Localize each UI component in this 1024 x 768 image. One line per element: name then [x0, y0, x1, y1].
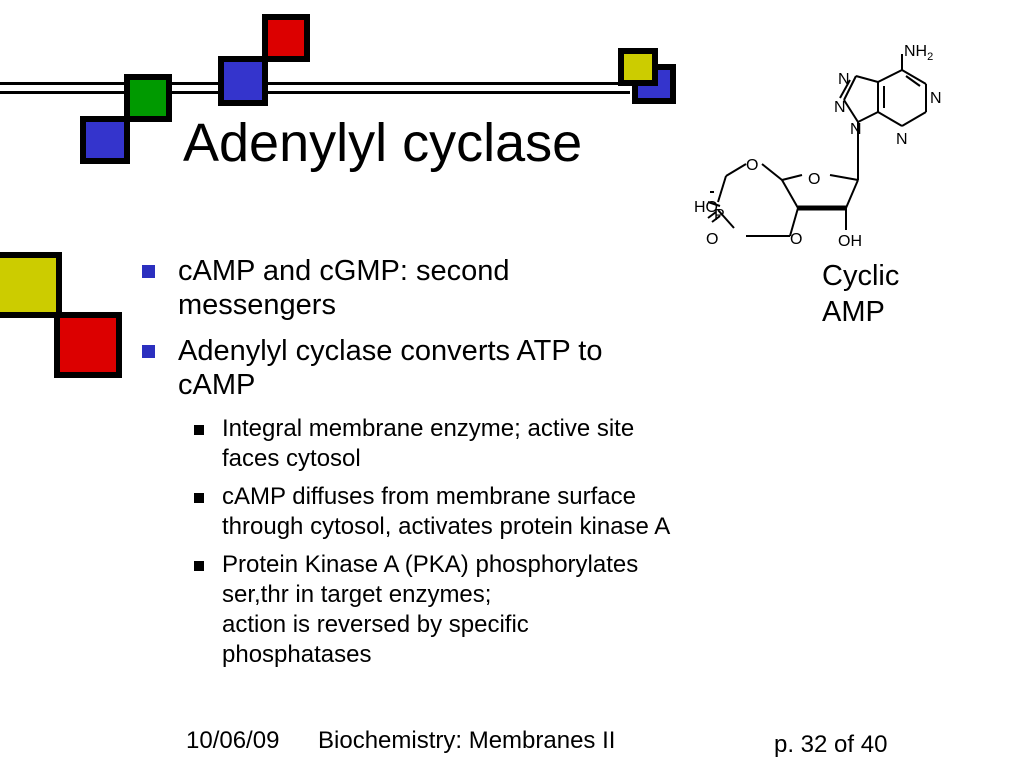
- sub-bullet-item: Protein Kinase A (PKA) phosphorylates se…: [142, 550, 782, 670]
- atom-label: O: [790, 231, 802, 248]
- bullet-text: cAMP: [178, 369, 256, 401]
- sub-bullet-text: Protein Kinase A (PKA) phosphorylates: [222, 551, 639, 578]
- deco-square-yellow-left: [0, 252, 62, 318]
- atom-label: N: [838, 71, 850, 88]
- square-bullet-icon: [194, 561, 204, 571]
- deco-square-yellow-right: [618, 48, 658, 86]
- caption-line: AMP: [822, 296, 885, 328]
- atom-label: O: [746, 157, 758, 174]
- sub-bullet-text: Integral membrane enzyme; active site: [222, 415, 635, 442]
- header-rule-top: [0, 82, 630, 85]
- deco-square-blue-left: [80, 116, 130, 164]
- bullet-item: Adenylyl cyclase converts ATP to cAMP: [142, 334, 782, 402]
- bullet-text: cAMP and cGMP: second: [178, 255, 510, 287]
- bullet-text: Adenylyl cyclase converts ATP to: [178, 335, 603, 367]
- sub-bullet-text: cAMP diffuses from membrane surface: [222, 483, 636, 510]
- bullet-text: messengers: [178, 289, 336, 321]
- deco-square-red-left: [54, 312, 122, 378]
- structure-caption: Cyclic AMP: [822, 258, 899, 330]
- footer-page-number: p. 32 of 40: [774, 731, 888, 758]
- atom-label: O: [706, 231, 718, 248]
- sub-bullet-item: cAMP diffuses from membrane surface thro…: [142, 482, 782, 542]
- atom-label: N: [834, 99, 846, 116]
- atom-label: OH: [838, 233, 862, 250]
- sub-bullet-text: faces cytosol: [222, 445, 361, 472]
- square-bullet-icon: [142, 345, 155, 358]
- square-bullet-icon: [194, 425, 204, 435]
- deco-square-green: [124, 74, 172, 122]
- sub-bullet-item: Integral membrane enzyme; active site fa…: [142, 414, 782, 474]
- slide-title: Adenylyl cyclase: [183, 113, 583, 173]
- deco-square-red-top: [262, 14, 310, 62]
- footer-date: 10/06/09: [186, 727, 280, 754]
- footer-course: Biochemistry: Membranes II: [318, 727, 616, 754]
- square-bullet-icon: [194, 493, 204, 503]
- atom-label: N: [896, 131, 908, 148]
- sub-bullet-text: action is reversed by specific: [222, 611, 529, 638]
- square-bullet-icon: [142, 265, 155, 278]
- sub-bullet-text: through cytosol, activates protein kinas…: [222, 513, 671, 540]
- header-rule-bottom: [0, 91, 630, 94]
- bullet-list: cAMP and cGMP: second messengers Adenyly…: [142, 254, 782, 678]
- atom-label: NH2: [904, 43, 933, 63]
- cyclic-amp-structure: NH2 N N N N N O O HO P O O OH: [694, 43, 942, 250]
- atom-label: N: [930, 90, 942, 107]
- atom-label: O: [808, 171, 820, 188]
- atom-label: P: [714, 207, 725, 224]
- caption-line: Cyclic: [822, 260, 900, 292]
- sub-bullet-text: ser,thr in target enzymes;: [222, 581, 492, 608]
- deco-square-blue-mid: [218, 56, 268, 106]
- sub-bullet-text: phosphatases: [222, 641, 372, 668]
- bullet-item: cAMP and cGMP: second messengers: [142, 254, 782, 322]
- atom-label: N: [850, 121, 862, 138]
- atom-label: HO: [694, 199, 718, 216]
